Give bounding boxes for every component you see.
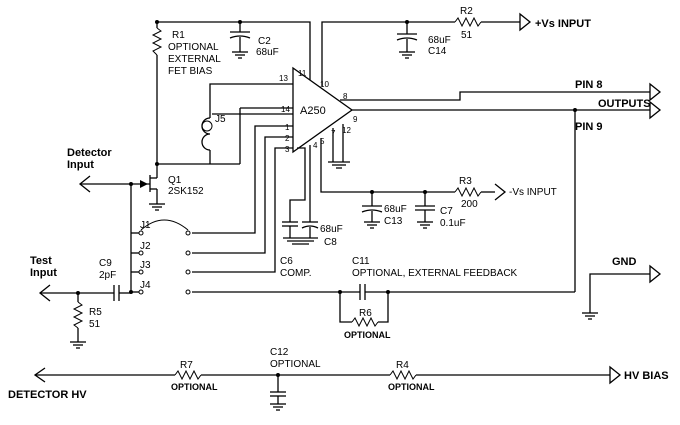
c12-note: OPTIONAL xyxy=(270,359,321,370)
j3-label: J3 xyxy=(140,260,151,271)
amplifier-label: A250 xyxy=(300,105,326,117)
pin-12: 12 xyxy=(342,126,351,135)
r6-note: OPTIONAL xyxy=(344,330,391,340)
r6-label: R6 xyxy=(359,308,372,319)
r4-label: R4 xyxy=(396,360,409,371)
c7-capacitor xyxy=(415,205,435,229)
input-section-wires xyxy=(155,83,293,273)
detector-hv-label: DETECTOR HV xyxy=(8,389,87,401)
jumper-pins xyxy=(131,219,191,295)
vs-minus-rail xyxy=(320,138,507,206)
pin-10: 10 xyxy=(320,80,329,89)
hv-bias-label: HV BIAS xyxy=(624,370,669,382)
vs-plus-input-label: +Vs INPUT xyxy=(535,18,591,30)
r1-resistor xyxy=(151,20,242,56)
test-input-network xyxy=(38,284,133,349)
hv-bias-line xyxy=(33,365,622,411)
r1-note-1: OPTIONAL xyxy=(168,42,219,53)
pin-2: 2 xyxy=(285,134,290,143)
j2-label: J2 xyxy=(140,241,151,252)
r2-value: 51 xyxy=(461,30,473,41)
r1-note-2: EXTERNAL xyxy=(168,54,221,65)
pin-8: 8 xyxy=(343,92,348,101)
pin-14: 14 xyxy=(281,105,290,114)
amplifier-a250: A250 13 11 10 8 14 9 1 2 3 4 5 7 12 xyxy=(279,66,358,154)
c14-value: 68uF xyxy=(428,35,451,46)
gnd-terminal xyxy=(582,264,662,320)
c11-label: C11 xyxy=(352,256,370,267)
gnd-label: GND xyxy=(612,256,637,268)
c6-label: C6 xyxy=(280,256,293,267)
pin9-output-label: PIN 9 xyxy=(575,121,603,133)
c8-value: 68uF xyxy=(320,224,343,235)
j5-label: J5 xyxy=(215,114,226,125)
detector-input-label-1: Detector xyxy=(67,147,112,159)
outputs-label: OUTPUTS xyxy=(598,98,651,110)
c13-label: C13 xyxy=(384,216,403,227)
pin-3: 3 xyxy=(285,145,290,154)
detector-input-label-2: Input xyxy=(67,159,94,171)
c14-label: C14 xyxy=(428,46,447,57)
c7-value: 0.1uF xyxy=(440,218,466,229)
j5-jumper xyxy=(201,120,213,132)
r4-note: OPTIONAL xyxy=(388,382,435,392)
pin-11: 11 xyxy=(298,69,307,78)
r7-note: OPTIONAL xyxy=(171,382,218,392)
vs-minus-input-label: -Vs INPUT xyxy=(509,187,557,198)
pin-4: 4 xyxy=(313,141,318,150)
test-input-label-1: Test xyxy=(30,255,52,267)
c13-value: 68uF xyxy=(384,204,407,215)
pin-13: 13 xyxy=(279,74,288,83)
feedback-network xyxy=(192,284,575,328)
c2-label: C2 xyxy=(258,36,271,47)
pin-1: 1 xyxy=(285,123,290,132)
pin-5: 5 xyxy=(320,137,325,146)
r1-note-3: FET BIAS xyxy=(168,66,213,77)
r5-label: R5 xyxy=(89,307,102,318)
output-wires xyxy=(340,82,662,292)
c12-label: C12 xyxy=(270,347,289,358)
vs-plus-rail xyxy=(321,12,532,86)
c2-value: 68uF xyxy=(256,47,279,58)
ground-pins-7-12 xyxy=(328,124,350,169)
c6-c8-network xyxy=(282,145,319,245)
c8-label: C8 xyxy=(324,237,337,248)
j1-label: J1 xyxy=(140,220,151,231)
detector-input-wire xyxy=(78,175,150,292)
pin8-output-label: PIN 8 xyxy=(575,79,603,91)
c7-label: C7 xyxy=(440,206,453,217)
c9-label: C9 xyxy=(99,258,112,269)
r3-value: 200 xyxy=(461,199,478,210)
q1-jfet xyxy=(149,164,165,211)
r2-label: R2 xyxy=(460,6,473,17)
c14-capacitor xyxy=(396,33,418,59)
test-input-label-2: Input xyxy=(30,267,57,279)
j4-label: J4 xyxy=(140,280,151,291)
c2-capacitor xyxy=(229,31,251,59)
r1-label: R1 xyxy=(172,30,185,41)
q1-label: Q1 xyxy=(168,175,182,186)
c11-note: OPTIONAL, EXTERNAL FEEDBACK xyxy=(352,268,518,279)
c13-capacitor xyxy=(361,205,383,229)
r3-label: R3 xyxy=(459,176,472,187)
c9-value: 2pF xyxy=(99,270,116,281)
q1-part: 2SK152 xyxy=(168,186,204,197)
pin-9: 9 xyxy=(353,115,358,124)
c6-note: COMP. xyxy=(280,268,312,279)
r5-value: 51 xyxy=(89,319,101,330)
r7-label: R7 xyxy=(180,360,193,371)
